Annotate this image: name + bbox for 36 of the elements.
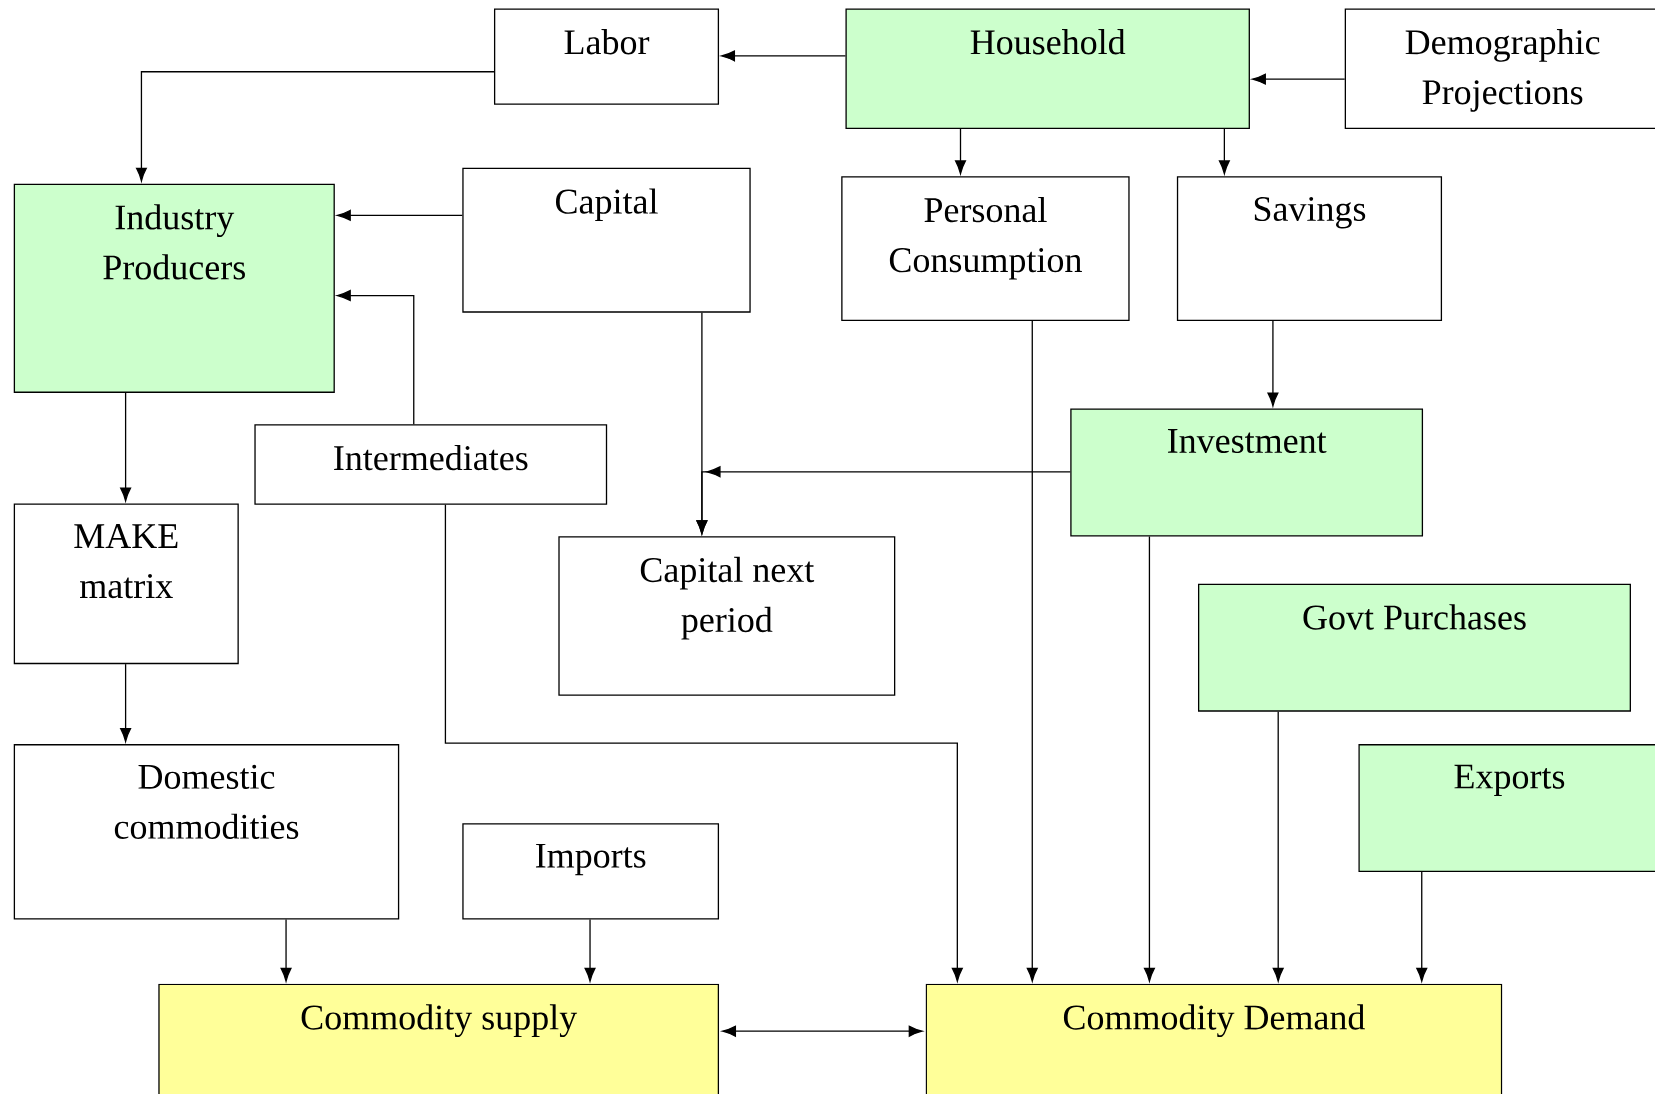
arrow — [1026, 320, 1038, 982]
process-box: Capital next period — [558, 536, 896, 696]
arrow — [120, 392, 132, 502]
process-box: Domestic commodities — [13, 744, 400, 920]
arrow — [584, 918, 596, 982]
process-box: MAKE matrix — [13, 503, 239, 665]
arrow — [135, 71, 495, 182]
arrow — [1267, 320, 1279, 407]
process-box: Intermediates — [254, 424, 608, 505]
process-box: Commodity Demand — [925, 983, 1503, 1094]
arrow — [696, 466, 1071, 535]
arrow — [336, 209, 463, 221]
arrow — [336, 290, 415, 425]
process-box: Investment — [1070, 408, 1424, 537]
process-box: Imports — [462, 823, 720, 920]
arrow — [721, 50, 847, 62]
process-box: Commodity supply — [158, 983, 720, 1094]
arrow — [1272, 711, 1284, 982]
arrow — [280, 918, 292, 982]
arrow — [1416, 871, 1428, 982]
arrow — [1143, 535, 1155, 982]
process-box: Savings — [1176, 176, 1443, 322]
arrow — [722, 1025, 923, 1037]
process-box: Exports — [1358, 744, 1655, 873]
process-box: Labor — [494, 8, 720, 105]
arrow — [444, 504, 963, 982]
arrow — [1218, 128, 1230, 175]
process-box: Household — [845, 8, 1250, 129]
process-box: Industry Producers — [13, 183, 335, 393]
process-box: Capital — [462, 167, 751, 313]
process-box: Govt Purchases — [1198, 583, 1631, 712]
arrow — [1252, 73, 1346, 85]
arrow — [120, 663, 132, 743]
arrow — [955, 128, 966, 175]
process-box: Personal Consumption — [841, 176, 1130, 322]
process-box: Demographic Projections — [1344, 8, 1655, 129]
